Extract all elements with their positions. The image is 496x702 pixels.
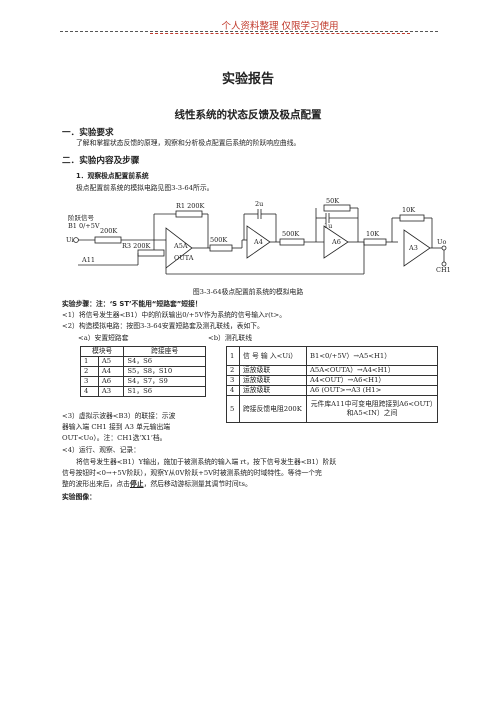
label-r10k: 10K <box>366 230 379 238</box>
cell: 2 <box>226 365 240 376</box>
label-outa: OUTA <box>174 254 194 262</box>
cell: A3 <box>97 386 125 397</box>
cell: A6 <box>97 376 125 387</box>
step-2: <2）构造模拟电路：按图3-3-64安置短路套及测孔联线，表如下。 <box>62 322 264 330</box>
cell: A6 (OUT>→A3 (H1> <box>306 385 438 396</box>
cell: 运放级联 <box>239 375 307 386</box>
step-3-line-3: OUT<Uo）。注：CH1选‘X1’档。 <box>62 434 167 442</box>
page-title: 实验报告 <box>221 72 274 87</box>
cell: S5，S8，S10 <box>123 366 206 377</box>
step-4-text-3c: ，然后移动游标测量其调节时间ts。 <box>143 480 252 488</box>
label-r10k2: 10K <box>402 206 415 214</box>
cell: 信 号 输 入<Ui） <box>239 346 307 366</box>
header-divider <box>60 31 438 32</box>
cell: 4 <box>80 386 99 397</box>
cell: 运放级联 <box>239 385 307 396</box>
cell: 运放级联 <box>239 365 307 376</box>
cell: 5 <box>226 395 240 423</box>
cell: A4 <box>97 366 125 377</box>
step-4-text-1: 将信号发生器<B1）Y输出，施加于被测系统的输入端 rt，按下信号发生器<B1）… <box>76 458 337 466</box>
label-r500b: 500K <box>282 230 299 238</box>
cell: 跨接反馈电阻200K <box>239 395 307 423</box>
cell: 3 <box>226 375 240 386</box>
label-c2u: 2u <box>255 200 263 208</box>
label-r1: R1 200K <box>176 202 205 210</box>
cell: S4，S7，S9 <box>123 376 206 387</box>
label-a11: A11 <box>81 256 95 264</box>
table-a-label: <a）安置短路套 <box>78 334 129 342</box>
cell: A5A<OUTA）→A4<H1） <box>306 365 438 376</box>
cell: 元件库A11中可变电阻跨接到A6<OUT）和A5<IN）之间 <box>306 395 438 423</box>
label-r3: R3 200K <box>122 242 151 250</box>
cell: S1，S6 <box>123 386 206 397</box>
step-3-line-2: 器输入端 CH1 接到 A3 单元输出端 <box>62 423 171 431</box>
steps-warning: ‘S ST’不能用“短路套”短接！ <box>109 300 202 308</box>
label-a6: A6 <box>331 238 341 246</box>
label-ui: Ui <box>66 236 74 244</box>
step-3-line-1: <3）虚拟示波器<B3）的联接：示波 <box>62 412 176 420</box>
cell: S4，S6 <box>123 356 206 367</box>
section-1-heading: 一．实验要求 <box>62 128 114 138</box>
step-4-text-2: 信号按钮时<0→+5V阶跃），观察Y从0V阶跃+5V时被测系统的时域特性。等待一… <box>62 469 322 477</box>
circuit-diagram: 阶跃信号 B1 0/+5V Ui 200K R1 200K R3 200K A1… <box>66 197 451 275</box>
label-uo: Uo <box>437 238 446 246</box>
table-a-head-module: 模块号 <box>79 346 125 357</box>
section-2-heading: 二．实验内容及步骤 <box>62 156 140 166</box>
cell: 1 <box>80 356 99 367</box>
section-1-text: 了解和掌握状态反馈的原理，观察和分析极点配置后系统的阶跃响应曲线。 <box>76 139 301 147</box>
label-a4: A4 <box>253 238 263 246</box>
label-ch1: CH1 <box>436 266 451 274</box>
cell: B1<0/+5V）→A5<H1） <box>306 346 438 366</box>
step-4-text-3a: 整的波形出来后，点击 <box>62 480 130 488</box>
step-1: <1）将信号发生器<B1）中的阶跃输出0/+5V作为系统的信号输入r(t>。 <box>62 311 287 319</box>
table-row: 模块号 跨接座号 <box>79 346 206 357</box>
label-a3: A3 <box>408 244 418 252</box>
table-a-head-jumper: 跨接座号 <box>123 346 206 357</box>
label-a5: A5A <box>173 242 188 250</box>
label-c1u: 1u <box>324 222 332 230</box>
cell: 4 <box>226 385 240 396</box>
steps-label: 实验步骤：注： <box>62 300 110 308</box>
figure-caption: 图3-3-64极点配置前系统的模拟电路 <box>192 288 304 296</box>
label-r500a: 500K <box>210 236 227 244</box>
section-2-intro: 极点配置前系统的模拟电路见图3-3-64所示。 <box>76 184 214 192</box>
label-b1: B1 0/+5V <box>68 222 100 230</box>
watermark-text: 个人资料整理 仅限学习使用 <box>150 18 410 34</box>
page-subtitle: 线性系统的状态反馈及极点配置 <box>174 109 322 121</box>
section-2-subheading: 1．观察极点配置前系统 <box>76 172 149 180</box>
image-label: 实验图像： <box>62 493 96 501</box>
label-r50k: 50K <box>326 197 339 205</box>
stop-keyword: 停止 <box>129 480 144 488</box>
cell: 1 <box>226 346 240 366</box>
step-4: <4）运行、观察、记录： <box>62 446 140 454</box>
cell: 2 <box>80 366 99 377</box>
cell: 3 <box>80 376 99 387</box>
table-b-label: <b）测孔联线 <box>208 334 253 342</box>
label-r2-left: 200K <box>100 227 117 235</box>
cell: A5 <box>97 356 125 367</box>
label-sig: 阶跃信号 <box>68 213 95 222</box>
cell: A4<OUT）→A6<H1） <box>306 375 438 386</box>
